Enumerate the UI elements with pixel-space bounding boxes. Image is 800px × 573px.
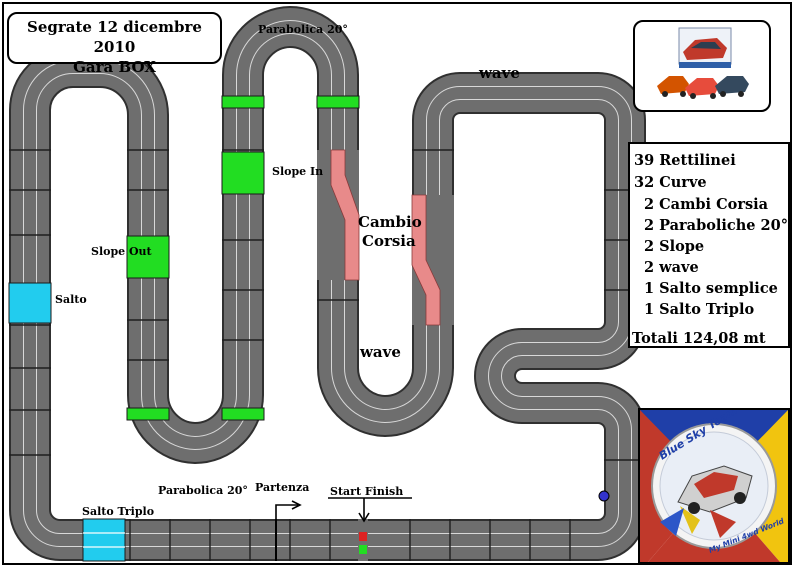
label-start-finish: Start Finish: [330, 485, 404, 498]
legend-item-curve: 32 Curve: [634, 174, 707, 191]
legend-item-salto-semplice: 1 Salto semplice: [644, 280, 778, 297]
title-line-1: Segrate 12 dicembre 2010: [27, 18, 202, 56]
salto-triplo-stripes: [83, 532, 125, 548]
parabolica-bottom-exit: [221, 407, 265, 421]
legend-box: 39 Rettilinei 32 Curve 2 Cambi Corsia 2 …: [628, 142, 790, 348]
legend-total: Totali 124,08 mt: [632, 330, 766, 347]
slope-in-marker: [221, 151, 265, 195]
label-partenza: Partenza: [255, 481, 310, 494]
segment-joints: [9, 149, 646, 561]
legend-item-wave: 2 wave: [644, 259, 699, 276]
title-box: Segrate 12 dicembre 2010 Gara BOX: [7, 12, 222, 76]
legend-item-salto-triplo: 1 Salto Triplo: [644, 301, 755, 318]
legend-item-cambi-corsia: 2 Cambi Corsia: [644, 196, 769, 213]
team-logo-box: Blue Sky Team My Mini 4wd World: [638, 408, 790, 564]
partenza-arrow: [275, 504, 298, 522]
product-image-box: [633, 20, 771, 112]
product-box-picture: [657, 27, 749, 99]
legend-item-rettilinei: 39 Rettilinei: [634, 152, 736, 169]
salto-triplo-marker: [82, 518, 126, 562]
lane-change-1: [330, 149, 360, 281]
partenza-arrowhead: [291, 500, 302, 510]
label-parabolica-bottom: Parabolica 20°: [158, 484, 248, 497]
legend-item-paraboliche: 2 Paraboliche 20°: [644, 217, 788, 234]
label-corsia: Corsia: [362, 232, 416, 250]
outer-frame: [2, 2, 792, 565]
finish-green-light: [359, 545, 367, 554]
salto-marker: [8, 282, 52, 324]
label-salto: Salto: [55, 293, 87, 306]
finish-red-light: [359, 532, 367, 541]
label-wave-top: wave: [479, 64, 520, 82]
label-wave-mid: wave: [360, 343, 401, 361]
title-line-2: Gara BOX: [73, 58, 156, 76]
lane-change-sections: [317, 149, 454, 326]
slope-sections: [126, 95, 360, 421]
parabolica-bottom-entry: [126, 407, 170, 421]
parabolica-top-exit: [316, 95, 360, 109]
label-salto-triplo: Salto Triplo: [82, 505, 155, 518]
checkpoint-dot: [598, 490, 610, 502]
parabolica-top-entry: [221, 95, 265, 109]
label-parabolica-top: Parabolica 20°: [258, 23, 348, 36]
label-slope-in: Slope In: [272, 165, 324, 178]
team-logo: Blue Sky Team My Mini 4wd World: [640, 410, 788, 562]
label-cambio: Cambio: [358, 213, 422, 231]
start-finish-arrowhead: [358, 512, 370, 523]
label-slope-out: Slope Out: [91, 245, 152, 258]
lane-change-2: [411, 194, 441, 326]
slope-out-marker: [126, 235, 170, 279]
legend-item-slope: 2 Slope: [644, 238, 705, 255]
